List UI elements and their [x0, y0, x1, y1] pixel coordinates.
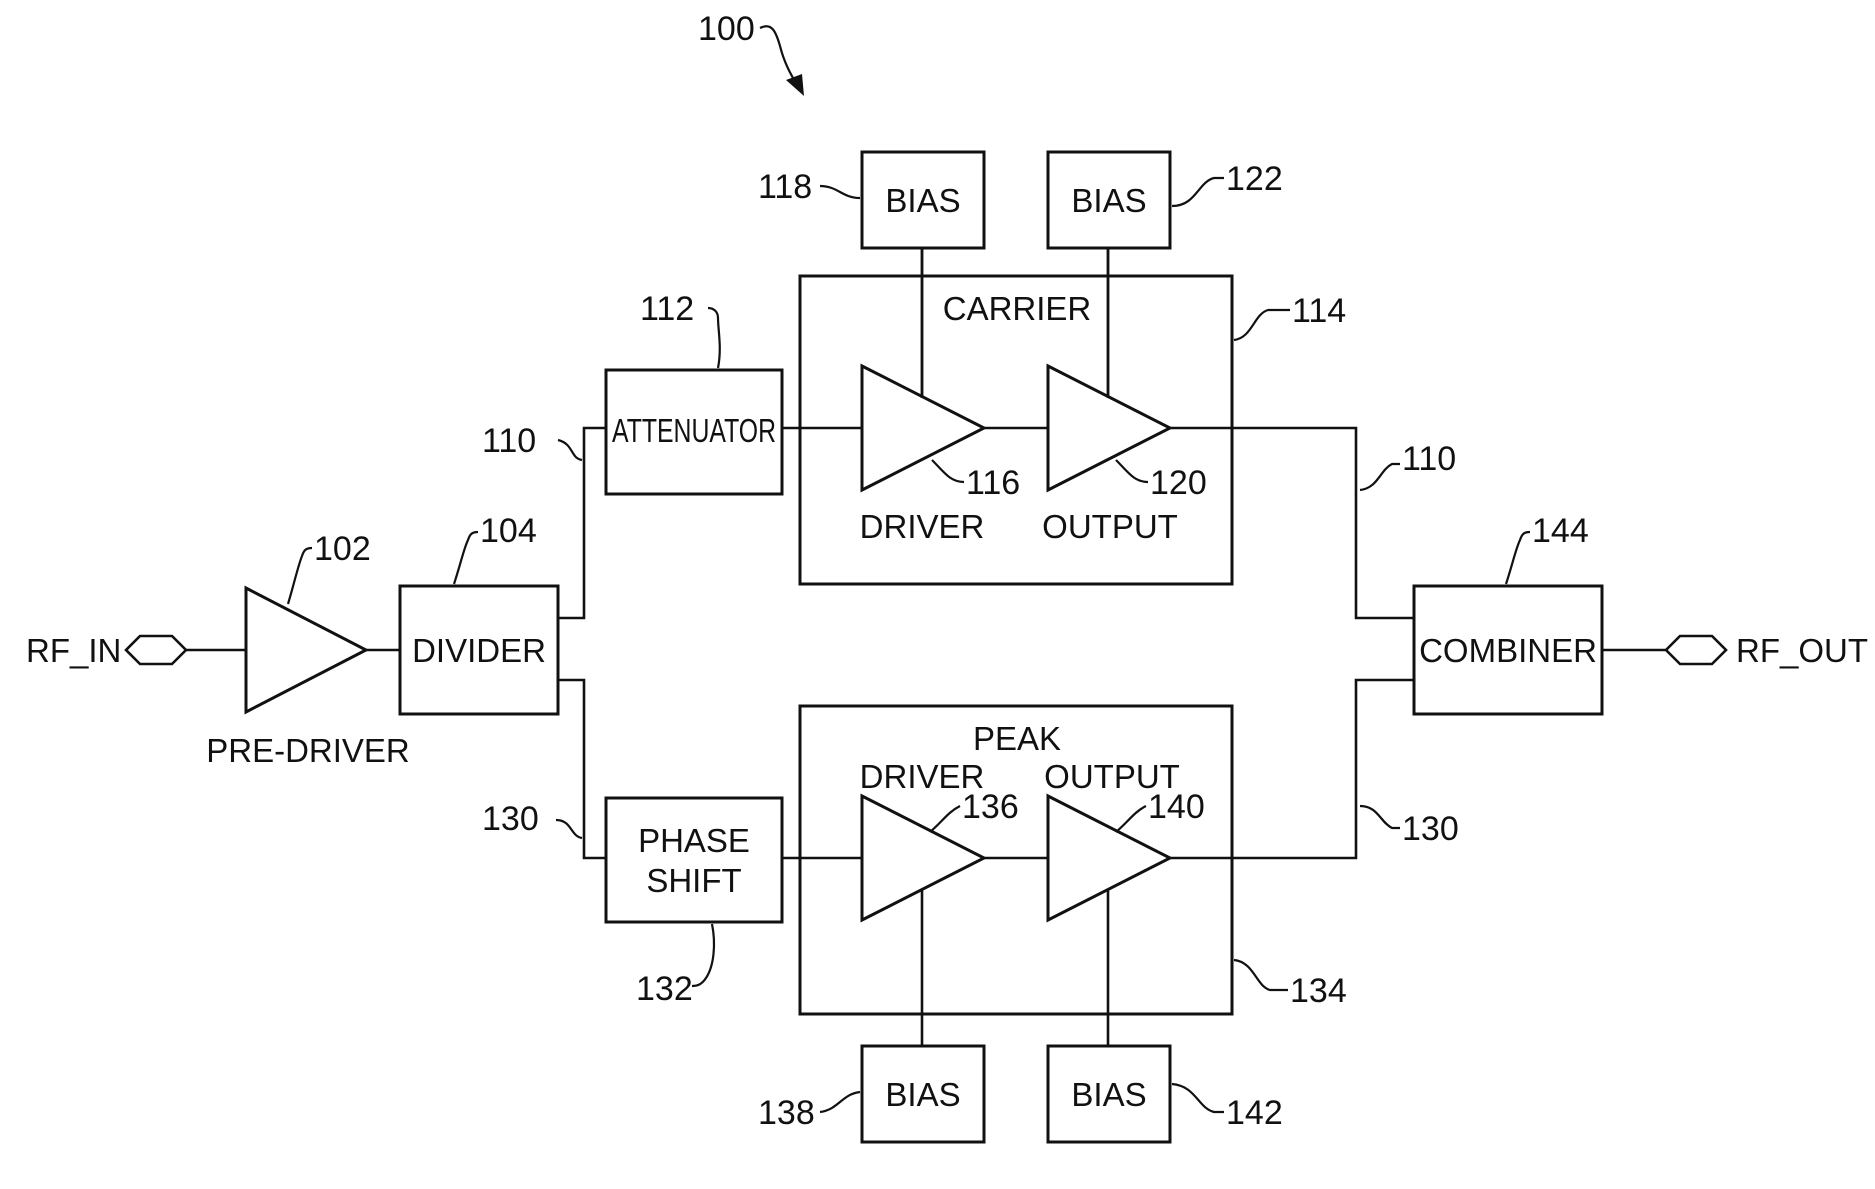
- figure-ref-arrowhead: [786, 74, 804, 96]
- carrier-path-ref-left: 110: [482, 422, 536, 460]
- rf-out-port: [1666, 636, 1726, 664]
- phase-shift-box: [606, 798, 782, 922]
- peak-driver-ref: 136: [962, 788, 1019, 826]
- carrier-amplifier: CARRIER DRIVER OUTPUT 116 120 114: [800, 248, 1346, 584]
- peak-path-ref-right: 130: [1402, 810, 1459, 848]
- branch-components: ATTENUATOR 112 PHASE SHIFT 132: [606, 290, 782, 1008]
- carrier-driver-bias-label: BIAS: [885, 182, 960, 219]
- divider-ref: 104: [480, 512, 537, 550]
- divider-label: DIVIDER: [412, 632, 546, 669]
- peak-ref-leader: [1234, 960, 1288, 990]
- phase-shift-ref-leader: [692, 924, 714, 986]
- divider-to-phase-shift-wire: [558, 680, 606, 858]
- phase-shift-label-line1: PHASE: [638, 822, 750, 859]
- carrier-driver-bias-ref-leader: [820, 186, 860, 198]
- peak-ref: 134: [1290, 972, 1347, 1010]
- peak-driver-bias-ref: 138: [758, 1094, 815, 1132]
- peak-driver-bias-label: BIAS: [885, 1076, 960, 1113]
- carrier-driver-bias-ref: 118: [758, 168, 812, 206]
- input-section: RF_IN PRE-DRIVER 102 DIVIDER 104 110 130: [26, 422, 582, 838]
- pre-driver-amplifier: [246, 588, 366, 712]
- carrier-driver-ref: 116: [966, 464, 1020, 502]
- peak-path-ref-right-leader: [1360, 806, 1400, 828]
- carrier-driver-label: DRIVER: [860, 508, 985, 545]
- pre-driver-ref: 102: [314, 530, 371, 568]
- divider-ref-leader: [454, 532, 478, 584]
- peak-bias-blocks: BIAS 138 BIAS 142: [758, 1046, 1283, 1142]
- peak-path-ref-leader: [556, 820, 582, 838]
- peak-driver-bias-ref-leader: [820, 1092, 860, 1112]
- carrier-output-bias-ref: 122: [1226, 160, 1283, 198]
- carrier-path-ref-right: 110: [1402, 440, 1456, 478]
- combiner-ref: 144: [1532, 512, 1589, 550]
- rf-out-label: RF_OUT: [1736, 632, 1868, 669]
- carrier-bias-blocks: BIAS 118 BIAS 122: [758, 152, 1283, 248]
- carrier-output-bias-label: BIAS: [1071, 182, 1146, 219]
- peak-amplifier: PEAK DRIVER OUTPUT 136 140 134: [800, 706, 1347, 1046]
- attenuator-label: ATTENUATOR: [612, 412, 776, 449]
- carrier-output-ref: 120: [1150, 464, 1207, 502]
- rf-in-port: [126, 636, 186, 664]
- output-section: 110 130 COMBINER 144 RF_OUT: [1360, 440, 1868, 848]
- carrier-output-label: OUTPUT: [1042, 508, 1178, 545]
- attenuator-ref-leader: [708, 308, 720, 368]
- combiner-label: COMBINER: [1419, 632, 1597, 669]
- carrier-path-ref-right-leader: [1360, 464, 1400, 490]
- carrier-path-ref-leader: [558, 440, 582, 460]
- divider-to-attenuator-wire: [558, 428, 606, 618]
- carrier-ref-leader: [1234, 310, 1290, 340]
- combiner-ref-leader: [1506, 532, 1530, 584]
- peak-output-bias-label: BIAS: [1071, 1076, 1146, 1113]
- carrier-label: CARRIER: [943, 290, 1092, 327]
- pre-driver-label: PRE-DRIVER: [206, 732, 410, 769]
- phase-shift-label-line2: SHIFT: [646, 862, 741, 899]
- peak-path-ref-left: 130: [482, 800, 539, 838]
- rf-in-label: RF_IN: [26, 632, 121, 669]
- attenuator-ref: 112: [640, 290, 694, 328]
- carrier-output-bias-ref-leader: [1172, 178, 1224, 206]
- peak-output-bias-ref: 142: [1226, 1094, 1283, 1132]
- carrier-ref: 114: [1292, 292, 1346, 330]
- figure-ref-number: 100: [698, 10, 755, 48]
- peak-output-bias-ref-leader: [1172, 1084, 1224, 1112]
- figure-ref-arrow: [760, 26, 798, 86]
- peak-label: PEAK: [973, 720, 1061, 757]
- figure-reference: 100: [698, 10, 804, 96]
- pre-driver-ref-leader: [288, 548, 312, 604]
- peak-output-ref: 140: [1148, 788, 1205, 826]
- phase-shift-ref: 132: [636, 970, 693, 1008]
